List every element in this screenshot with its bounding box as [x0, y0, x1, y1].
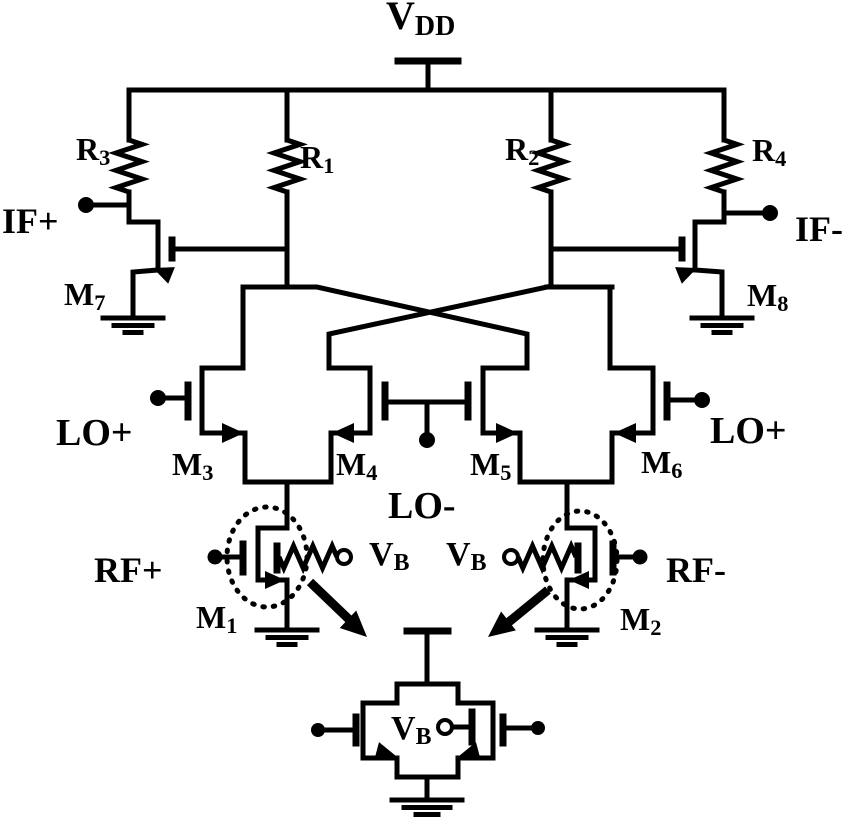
label-vb-left: VB	[369, 536, 410, 577]
transistor-m3	[150, 284, 248, 485]
label-m2: M2	[620, 601, 662, 640]
label-lo-plus-left: LO+	[56, 412, 133, 454]
m2-gate-bars	[574, 540, 617, 576]
label-lo-plus-right: LO+	[710, 410, 787, 452]
label-m8: M8	[747, 277, 789, 316]
m1-bias-circle-icon	[335, 548, 353, 566]
if-minus-dot-icon	[762, 205, 778, 221]
label-vdd: VDD	[386, 0, 456, 43]
label-lo-minus: LO-	[388, 485, 456, 527]
transistor-m1	[207, 504, 353, 647]
m7-source-arrow-icon	[153, 267, 175, 284]
label-r1: R1	[300, 139, 335, 178]
label-if-minus: IF-	[795, 209, 843, 249]
detail-right-gate-dot-icon	[531, 721, 545, 735]
m6-source-arrow-icon	[614, 423, 636, 443]
m5-source-arrow-icon	[496, 423, 518, 443]
rf-plus-dot-icon	[207, 549, 223, 565]
detail-left-source-arrow-icon	[374, 742, 396, 760]
left-callout-arrow-icon	[339, 610, 367, 637]
resistor-r4	[703, 87, 745, 225]
lo-plus-left-dot-icon	[150, 390, 166, 406]
transistor-m6	[607, 284, 710, 485]
resistor-r1	[266, 87, 308, 290]
ground-icon-m7	[100, 315, 166, 335]
m2-highlight-ellipse	[540, 508, 620, 612]
lo-plus-right-dot-icon	[694, 392, 710, 408]
ground-icon-m2	[534, 627, 600, 647]
detail-gate-bars	[352, 708, 507, 747]
label-vb-bottom: VB	[391, 710, 432, 751]
label-m4: M4	[336, 446, 378, 485]
m2-bias-resistor	[515, 539, 579, 575]
transistor-m2	[502, 508, 648, 647]
transistor-m7	[100, 219, 290, 335]
composite-device-detail	[311, 627, 545, 817]
label-m1: M1	[196, 599, 238, 638]
label-if-plus: IF+	[2, 201, 59, 241]
m2-source-arrow-icon	[569, 571, 589, 589]
right-callout-arrow-icon	[488, 611, 516, 637]
ground-icon-m8	[689, 315, 755, 335]
resistor-r2	[530, 87, 572, 290]
vdd-rail	[126, 57, 727, 93]
ground-icon-detail	[389, 797, 465, 817]
label-rf-minus: RF-	[666, 550, 726, 590]
m3-source-arrow-icon	[222, 423, 244, 443]
transistor-m8	[548, 219, 755, 335]
detail-right-source-arrow-icon	[459, 742, 481, 760]
resistor-r3	[108, 87, 150, 225]
label-m7: M7	[64, 276, 106, 315]
m8-source-arrow-icon	[675, 267, 697, 284]
detail-left-gate-dot-icon	[311, 723, 325, 737]
m1-highlight-ellipse	[224, 504, 310, 610]
label-r3: R3	[76, 131, 111, 170]
rf-minus-dot-icon	[632, 549, 648, 565]
ground-icon-m1	[254, 627, 320, 647]
detail-vb-circle-icon	[436, 718, 454, 736]
m2-bias-circle-icon	[502, 548, 520, 566]
label-m6: M6	[641, 444, 683, 483]
lo-minus-input	[382, 399, 471, 448]
label-vb-right: VB	[446, 536, 487, 577]
lo-minus-dot-icon	[419, 432, 435, 448]
if-minus-terminal	[721, 205, 778, 221]
if-plus-terminal	[78, 197, 132, 213]
label-rf-plus: RF+	[94, 550, 163, 590]
label-r4: R4	[752, 132, 787, 171]
cross-coupling-wires	[240, 284, 615, 371]
m4-source-arrow-icon	[332, 423, 354, 443]
detail-callout-arrows	[306, 578, 551, 637]
m1-source-arrow-icon	[265, 571, 285, 589]
source-rails	[242, 479, 615, 531]
if-plus-dot-icon	[78, 197, 94, 213]
label-m3: M3	[172, 446, 214, 485]
label-r2: R2	[505, 131, 540, 170]
label-m5: M5	[470, 446, 512, 485]
